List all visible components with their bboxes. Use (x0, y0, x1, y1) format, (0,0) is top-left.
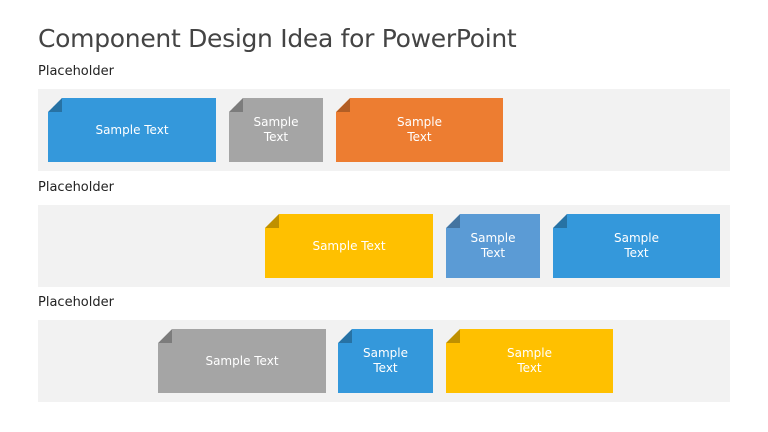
fold-corner-icon (446, 214, 460, 228)
slide-title: Component Design Idea for PowerPoint (38, 24, 517, 53)
row-3-band: Sample Text Sample Text Sample Text (38, 320, 730, 402)
row-1-card-3: Sample Text (336, 98, 503, 162)
fold-corner-icon (338, 329, 352, 343)
row-2-band: Sample Text Sample Text Sample Text (38, 205, 730, 287)
row-3-card-2: Sample Text (338, 329, 433, 393)
fold-corner-icon (553, 214, 567, 228)
row-2-card-2: Sample Text (446, 214, 540, 278)
row-2-label: Placeholder (38, 180, 114, 195)
row-1-band: Sample Text Sample Text Sample Text (38, 89, 730, 171)
row-1-label: Placeholder (38, 64, 114, 79)
card-text: Sample Text (507, 346, 552, 375)
row-1-card-1: Sample Text (48, 98, 216, 162)
row-2-card-1: Sample Text (265, 214, 433, 278)
card-text: Sample Text (312, 238, 386, 253)
fold-corner-icon (446, 329, 460, 343)
card-text: Sample Text (95, 122, 169, 137)
fold-corner-icon (158, 329, 172, 343)
fold-corner-icon (336, 98, 350, 112)
card-text: Sample Text (363, 346, 408, 375)
card-text: Sample Text (253, 115, 299, 144)
card-text: Sample Text (614, 231, 659, 260)
row-3-card-3: Sample Text (446, 329, 613, 393)
card-text: Sample Text (205, 353, 279, 368)
fold-corner-icon (265, 214, 279, 228)
fold-corner-icon (229, 98, 243, 112)
row-1-card-2: Sample Text (229, 98, 323, 162)
row-3-label: Placeholder (38, 295, 114, 310)
card-text: Sample Text (470, 231, 516, 260)
row-3-card-1: Sample Text (158, 329, 326, 393)
card-text: Sample Text (397, 115, 442, 144)
row-2-card-3: Sample Text (553, 214, 720, 278)
fold-corner-icon (48, 98, 62, 112)
